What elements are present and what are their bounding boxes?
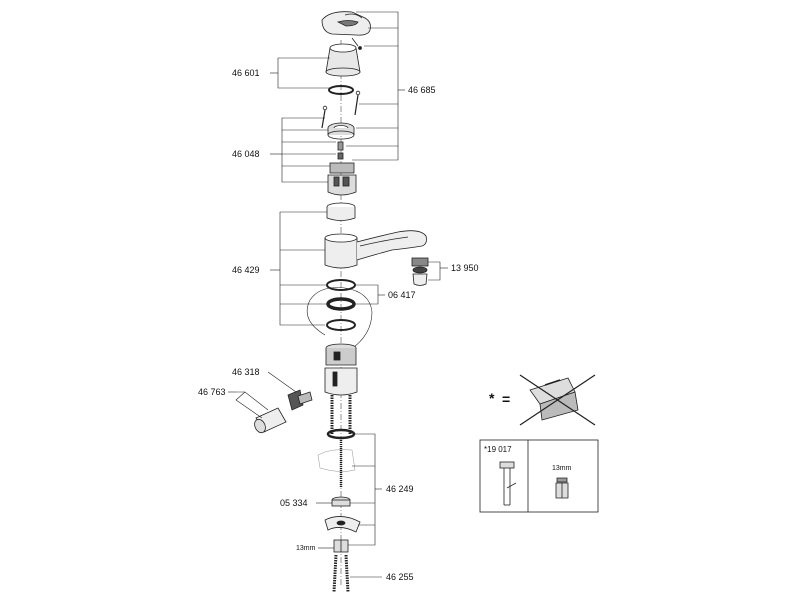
small-spring-part	[337, 152, 344, 160]
bottom-nut-part	[333, 539, 349, 553]
sleeve-ring-part	[326, 202, 356, 221]
special-tool-table	[479, 439, 599, 513]
cartridge-part	[327, 162, 357, 196]
swivel-arc	[306, 287, 373, 351]
flex-hoses-part	[332, 554, 350, 593]
special-tool-part-number: *19 017	[484, 445, 512, 454]
special-tool-crossed-icon	[519, 374, 596, 426]
special-tool-asterisk: *	[489, 390, 495, 406]
lever-handle-part	[321, 11, 371, 50]
o-ring-c	[326, 319, 356, 331]
label-06417: 06 417	[388, 290, 416, 300]
label-wrench-13mm: 13mm	[296, 545, 316, 552]
screws-part	[321, 90, 361, 129]
fixing-nut-part	[331, 496, 351, 507]
aerator-part	[411, 257, 429, 286]
side-valve-part	[254, 389, 313, 434]
retaining-nut-part	[327, 122, 355, 140]
small-pin-part	[337, 141, 344, 151]
special-tool-equals: =	[502, 391, 511, 407]
phantom-sink-outline	[317, 446, 356, 476]
o-ring-top	[328, 85, 354, 95]
label-05334: 05 334	[280, 498, 308, 508]
label-46255: 46 255	[386, 572, 414, 582]
label-13950: 13 950	[451, 263, 479, 273]
label-46249: 46 249	[386, 484, 414, 494]
special-tool-13mm: 13mm	[552, 465, 572, 472]
lower-body-part	[324, 343, 358, 396]
spout-body-part	[324, 230, 427, 269]
label-46048: 46 048	[232, 149, 260, 159]
label-46318: 46 318	[232, 367, 260, 377]
label-46763: 46 763	[198, 387, 226, 397]
cap-part	[325, 43, 361, 77]
label-46429: 46 429	[232, 265, 260, 275]
hose-lines-part	[330, 395, 352, 435]
label-leader-lines	[228, 11, 448, 578]
label-46685: 46 685	[408, 85, 436, 95]
fixing-plate-part	[324, 516, 361, 533]
label-46601: 46 601	[232, 68, 260, 78]
